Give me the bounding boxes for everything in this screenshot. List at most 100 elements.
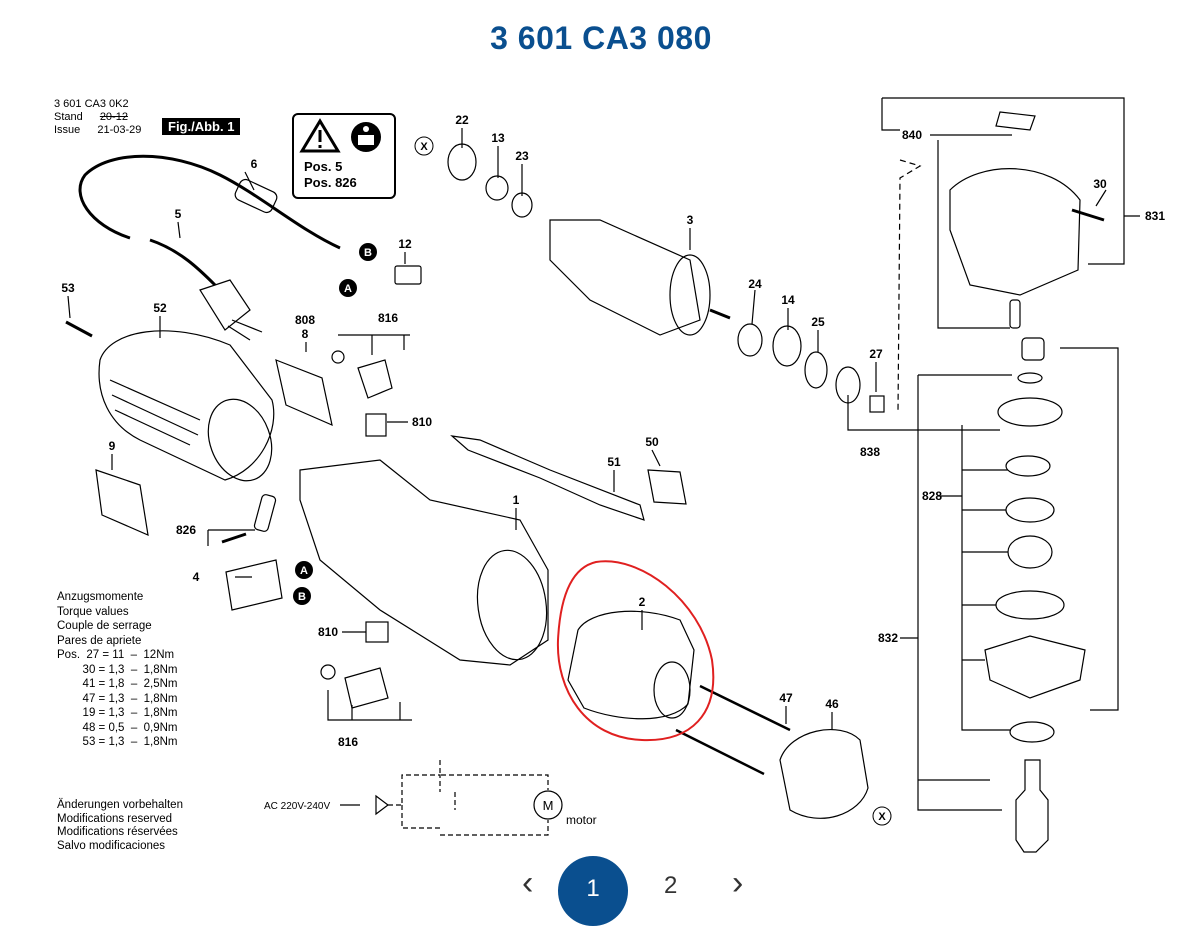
exploded-parts-diagram: B A A B X X 22 13 23 3 24 14 25 27 838 6… xyxy=(61,97,1165,853)
circlip-part xyxy=(1005,455,1051,477)
next-page-button[interactable]: › xyxy=(732,864,744,902)
bracket-line xyxy=(917,374,1012,811)
prev-page-button[interactable]: ‹ xyxy=(522,864,534,902)
callout-808: 808 xyxy=(295,313,315,327)
oring-part xyxy=(995,590,1065,620)
callout-13: 13 xyxy=(491,131,505,145)
model-header: 3 601 CA3 0K2 Stand 20-12 Issue 21-03-29 xyxy=(54,98,141,137)
screw-part xyxy=(221,532,247,544)
bevel-gear-part xyxy=(997,397,1063,427)
issue-label: Issue xyxy=(54,124,81,136)
page-title: 3 601 CA3 080 xyxy=(490,20,712,56)
page-2-button[interactable]: 2 xyxy=(664,872,678,899)
plug-symbol xyxy=(340,794,389,816)
marker-a: A xyxy=(344,283,352,295)
torque-title-fr: Couple de serrage xyxy=(57,620,152,632)
housing-vents-part xyxy=(109,379,201,446)
stator-part xyxy=(567,610,695,720)
long-screw-part xyxy=(675,684,791,776)
stand-label: Stand xyxy=(54,111,83,123)
switch-cover-part xyxy=(253,494,277,532)
warning-icons xyxy=(299,118,381,153)
housing-mouth-part xyxy=(476,549,548,661)
fan-part xyxy=(669,254,711,336)
spare-part xyxy=(394,265,422,285)
ring-part xyxy=(1005,497,1055,523)
marker-a: A xyxy=(300,565,308,577)
callout-810-upper: 810 xyxy=(412,415,432,429)
callout-51: 51 xyxy=(607,455,621,469)
spindle-lock-part xyxy=(1009,299,1021,329)
callout-22: 22 xyxy=(455,113,469,127)
cable-grommet-part xyxy=(234,178,278,214)
nut-part xyxy=(869,395,885,413)
torque-title-de: Anzugsmomente xyxy=(57,591,144,603)
callout-816-upper: 816 xyxy=(378,311,398,325)
carbon-brush-part xyxy=(365,621,389,643)
callout-4: 4 xyxy=(193,570,200,584)
marker-group: B A A B X X xyxy=(293,136,892,826)
shaft-part xyxy=(709,308,731,320)
torque-row: 30 = 1,3 – 1,8Nm xyxy=(57,663,178,676)
callout-46: 46 xyxy=(825,697,839,711)
callout-23: 23 xyxy=(515,149,529,163)
spring-part xyxy=(331,350,345,364)
torque-row: Pos. 27 = 11 – 12Nm xyxy=(57,649,175,661)
dashed-guide xyxy=(897,159,922,413)
washer-part xyxy=(511,192,533,218)
bearing-part xyxy=(485,175,509,201)
mod-fr: Modifications réservées xyxy=(57,826,178,838)
marker-b: B xyxy=(298,591,306,603)
callout-9: 9 xyxy=(109,439,116,453)
spindle-part xyxy=(1015,759,1049,853)
pagination: ‹ 1 2 › xyxy=(0,856,1202,926)
cable-part xyxy=(78,154,341,250)
torque-row: 41 = 1,8 – 2,5Nm xyxy=(57,678,178,690)
callout-8: 8 xyxy=(302,327,309,341)
plug-part xyxy=(199,279,251,331)
callout-826: 826 xyxy=(176,523,196,537)
callout-5: 5 xyxy=(175,207,182,221)
warning-pos-5: Pos. 5 xyxy=(304,159,343,174)
torque-row: 53 = 1,3 – 1,8Nm xyxy=(57,736,178,748)
motor-housing-part xyxy=(299,459,549,666)
torque-row: 47 = 1,3 – 1,8Nm xyxy=(57,692,178,705)
callout-838: 838 xyxy=(860,445,880,459)
plug-pins-part xyxy=(227,319,263,341)
callout-27: 27 xyxy=(869,347,883,361)
spring-part xyxy=(320,664,336,680)
bracket-line xyxy=(327,690,412,721)
highlight-circle xyxy=(556,560,715,742)
callout-832: 832 xyxy=(878,631,898,645)
switch-part xyxy=(225,559,283,611)
callout-12: 12 xyxy=(398,237,412,251)
bearing-part xyxy=(447,143,477,181)
leader-line xyxy=(67,128,1140,730)
brush-holder-part xyxy=(357,359,393,399)
page-1-button[interactable]: 1 xyxy=(558,856,628,926)
callout-25: 25 xyxy=(811,315,825,329)
baffle-plate-part xyxy=(779,729,869,819)
modifications-note: Änderungen vorbehalten Modifications res… xyxy=(57,799,183,853)
stand-row: Stand 20-12 xyxy=(54,111,141,124)
bracket-line xyxy=(961,425,1010,731)
armature-part xyxy=(549,219,701,336)
model-number: 3 601 CA3 0K2 xyxy=(54,98,129,110)
callout-3: 3 xyxy=(687,213,694,227)
callout-6: 6 xyxy=(251,157,258,171)
torque-title-en: Torque values xyxy=(57,605,129,618)
callout-53: 53 xyxy=(61,281,75,295)
marker-x: X xyxy=(878,811,886,823)
callout-52: 52 xyxy=(153,301,167,315)
marker-b: B xyxy=(364,247,372,259)
torque-row: 19 = 1,3 – 1,8Nm xyxy=(57,707,178,719)
bracket-line xyxy=(847,395,1000,431)
callout-831: 831 xyxy=(1145,209,1165,223)
stand-value: 20-12 xyxy=(99,111,128,123)
mod-es: Salvo modificaciones xyxy=(57,839,166,852)
housing-opening-part xyxy=(207,398,273,482)
button-part xyxy=(995,111,1036,131)
callout-2: 2 xyxy=(639,595,646,609)
label-plate-part xyxy=(275,359,333,427)
motor-label: motor xyxy=(566,813,597,827)
